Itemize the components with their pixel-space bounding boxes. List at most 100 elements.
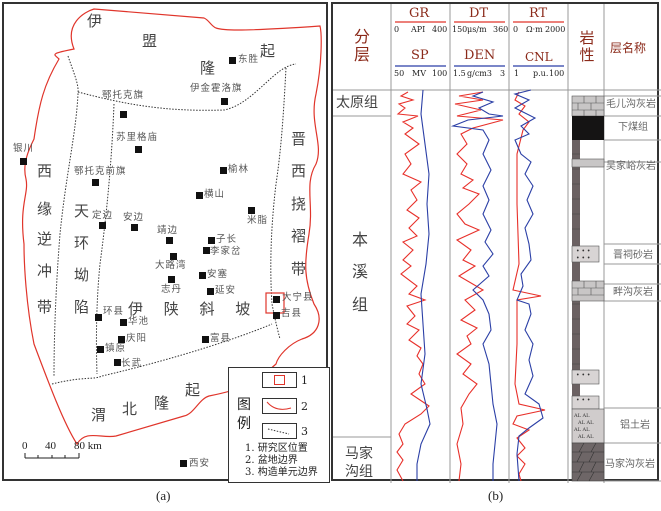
svg-text:AL AL: AL AL [577, 434, 594, 440]
layer-name: 下煤组 [618, 122, 648, 133]
city-marker [220, 167, 227, 174]
region-label: 缘 [37, 200, 53, 218]
scale-tick: 40 [45, 440, 56, 452]
region-label: 盟 [142, 32, 158, 50]
city-label: 富县 [210, 333, 232, 344]
track-den-title: DEN [464, 48, 496, 63]
svg-text:AL AL: AL AL [573, 427, 590, 433]
city-marker [120, 319, 127, 326]
scale-label: Ω·m [526, 25, 543, 34]
city-label: 庆阳 [126, 333, 148, 344]
header-layer-name: 层名称 [610, 41, 647, 55]
city-label: 西安 [189, 458, 211, 469]
unit-boundaries [51, 55, 297, 385]
city-marker [95, 314, 102, 321]
city-label: 横山 [204, 189, 226, 200]
track-cnl-title: CNL [525, 50, 553, 64]
scale-tick: 0 [22, 440, 28, 452]
legend-num: 1 [301, 374, 308, 387]
scale-label: 50 [394, 69, 405, 78]
scale-label: 360 [493, 25, 509, 34]
region-label: 逆 [37, 230, 53, 248]
lithology-column: • • • • • • • • • • • • AL AL AL AL AL A… [571, 95, 605, 482]
region-label: 隆 [154, 394, 170, 412]
svg-text:AL AL: AL AL [577, 420, 594, 426]
track-gr-title: GR [409, 6, 430, 21]
legend-title: 例 [237, 416, 251, 432]
city-marker [170, 253, 177, 260]
city-marker [273, 312, 280, 319]
city-label: 靖边 [157, 225, 179, 236]
layer-name: 铝土岩 [620, 420, 650, 431]
scale-label: 0 [394, 25, 400, 34]
caption-a: (a) [156, 488, 171, 503]
svg-text:• • •: • • • [576, 372, 590, 379]
city-label: 榆林 [228, 164, 250, 175]
scale-label: p.u. [533, 69, 549, 78]
layer-name: 畔沟灰岩 [613, 287, 653, 298]
formation-benxi: 本 [352, 230, 369, 249]
city-marker [202, 336, 209, 343]
scale-label: g/cm3 [467, 69, 492, 78]
scale-label: 100 [549, 69, 565, 78]
city-label: 延安 [215, 285, 237, 296]
region-label: 西 [37, 162, 53, 180]
city-marker [273, 296, 280, 303]
city-label: 苏里格庙 [116, 132, 159, 143]
city-label: 长武 [121, 358, 143, 369]
region-label: 带 [291, 260, 307, 278]
track-sp-title: SP [411, 48, 429, 63]
city-marker [221, 98, 228, 105]
city-label: 东胜 [238, 54, 260, 65]
den-curve [450, 91, 504, 481]
city-marker [180, 460, 187, 467]
region-label: 天 [74, 202, 90, 220]
scale-label: 150 [452, 25, 468, 34]
region-label: 渭 [91, 406, 107, 424]
city-marker [131, 224, 138, 231]
legend-num: 2 [301, 400, 308, 413]
scale-label: 0 [513, 25, 519, 34]
sp-curve [416, 89, 431, 481]
city-label: 镇原 [105, 343, 127, 354]
region-label: 北 [122, 400, 138, 418]
city-marker [114, 359, 121, 366]
city-marker [118, 336, 125, 343]
city-label: 定边 [92, 210, 114, 221]
city-label: 银川 [13, 143, 35, 154]
city-marker [208, 237, 215, 244]
scale-label: μs/m [467, 25, 487, 34]
city-label: 李家岔 [210, 246, 242, 257]
region-label: 挠 [291, 195, 307, 213]
region-label: 环 [74, 234, 90, 252]
legend-desc: 1. 研究区位置 [245, 443, 308, 454]
region-label: 隆 [200, 59, 216, 77]
city-label: 米脂 [247, 215, 269, 226]
map-legend: 图 例 1 2 3 1. 研究区位置 2. 盆地边界 3. 构造单元边界 [228, 367, 330, 483]
city-marker [203, 247, 210, 254]
scale-tick: 80 km [74, 440, 102, 452]
city-marker [199, 272, 206, 279]
city-marker [20, 158, 27, 165]
svg-text:• • •: • • • [576, 397, 590, 404]
svg-text:• • •: • • • [576, 248, 590, 255]
gr-curve [396, 91, 430, 482]
layer-name: 毛儿沟灰岩 [606, 99, 656, 110]
header-layer: 分层 [353, 27, 370, 64]
city-label: 吉县 [281, 308, 303, 319]
dt-curve [454, 91, 504, 482]
scale-label: 100 [432, 69, 448, 78]
scale-bar [24, 453, 80, 459]
city-label: 大路湾 [155, 260, 187, 271]
scale-label: 400 [432, 25, 448, 34]
layer-name: 马家沟灰岩 [605, 459, 655, 470]
formation-taiyuan: 太原组 [336, 95, 378, 111]
region-label: 带 [37, 298, 53, 316]
city-label: 鄂托克旗 [102, 90, 145, 101]
legend-num: 3 [301, 425, 308, 438]
region-label: 坳 [74, 266, 90, 284]
city-label: 大宁县 [282, 292, 314, 303]
scale-label: 1 [514, 69, 520, 78]
city-label: 鄂托克前旗 [74, 166, 127, 177]
caption-b: (b) [488, 488, 504, 503]
